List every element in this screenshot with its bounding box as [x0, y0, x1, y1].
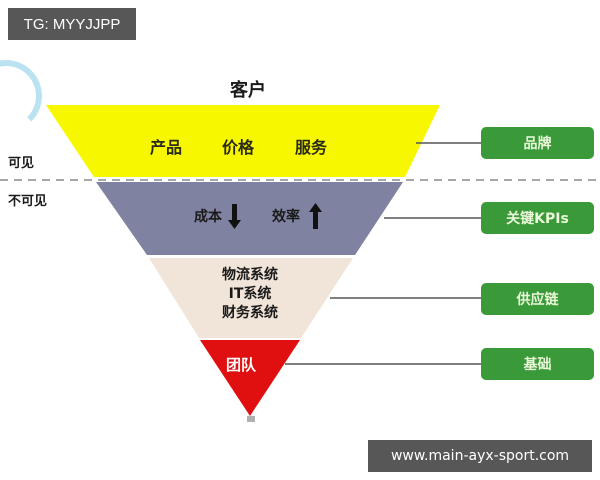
tag-brand: 品牌 [481, 127, 594, 159]
team-label: 团队 [226, 356, 257, 374]
it-system-label: IT系统 [228, 286, 272, 302]
finance-system-label: 财务系统 [222, 305, 278, 321]
cost-label: 成本 [194, 209, 222, 225]
arrow-down-icon [228, 204, 241, 229]
logistics-system-label: 物流系统 [222, 267, 278, 283]
tag-supply-chain: 供应链 [481, 283, 594, 315]
team-layer-shape [200, 340, 300, 416]
price-label: 价格 [222, 138, 255, 157]
tag-foundation: 基础 [481, 348, 594, 380]
kpi-layer-shape [96, 182, 403, 255]
tag-key-kpis: 关键KPIs [481, 202, 594, 234]
decorative-arc [0, 60, 42, 132]
efficiency-label: 效率 [272, 209, 300, 225]
product-label: 产品 [150, 138, 183, 157]
product-layer-shape [46, 105, 440, 177]
invisible-label: 不可见 [8, 194, 48, 209]
arrow-up-icon [309, 203, 322, 229]
visible-label: 可见 [8, 156, 35, 171]
pyramid-title: 客户 [230, 80, 266, 101]
watermark-top: TG: MYYJJPP [8, 8, 136, 40]
service-label: 服务 [295, 138, 328, 157]
systems-list: 物流系统 IT系统 财务系统 [200, 266, 300, 323]
systems-layer-shape [149, 258, 353, 338]
watermark-bottom: www.main-ayx-sport.com [368, 440, 592, 472]
